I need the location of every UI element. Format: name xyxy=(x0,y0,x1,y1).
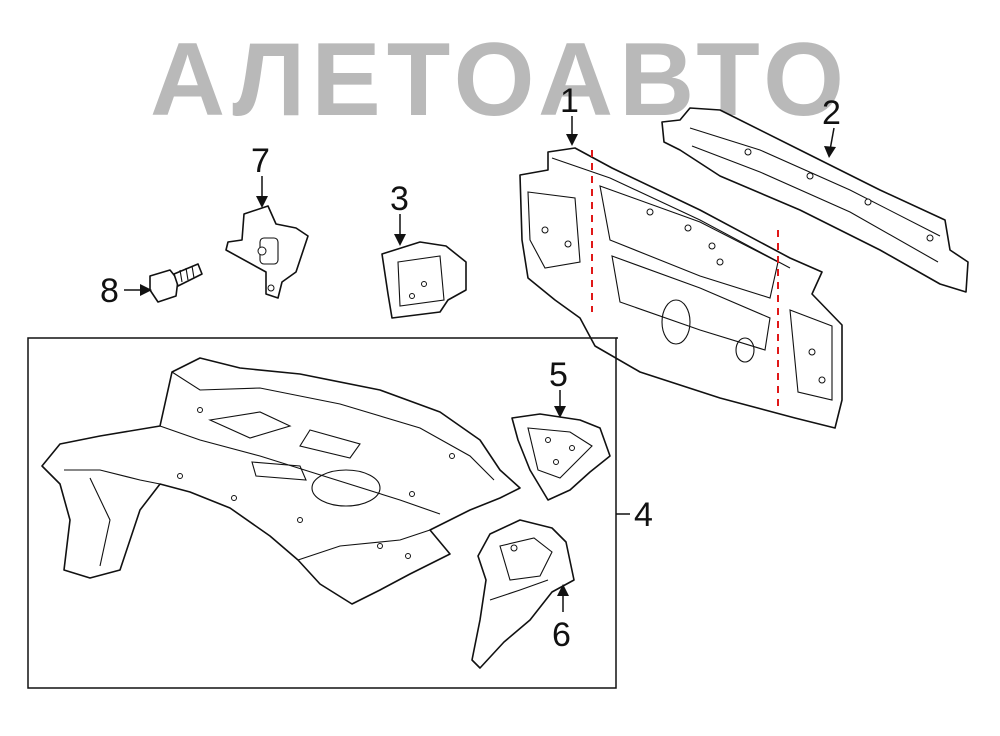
callout-4: 4 xyxy=(634,496,653,534)
callout-7: 7 xyxy=(251,142,270,180)
part-2-upper-reinforcement xyxy=(661,107,969,293)
callout-6: 6 xyxy=(552,616,571,654)
watermark-text: АЛЕТОАВТО xyxy=(150,22,850,138)
part-3-bracket xyxy=(381,241,467,319)
assembly-frame xyxy=(27,337,617,689)
part-7-mounting-plate xyxy=(225,205,309,299)
part-6-wheelhouse-extension xyxy=(471,519,575,669)
callout-1: 1 xyxy=(560,82,579,120)
part-4-rear-floor-pan xyxy=(41,357,521,605)
callout-2: 2 xyxy=(822,94,841,132)
part-1-rear-panel xyxy=(519,147,843,429)
callout-3: 3 xyxy=(390,180,409,218)
callout-8: 8 xyxy=(100,272,119,310)
callout-5: 5 xyxy=(549,356,568,394)
assembly-bracket-line xyxy=(616,337,630,515)
cut-lines xyxy=(591,150,779,412)
leader-lines xyxy=(124,116,836,612)
part-8-bolt xyxy=(149,263,203,303)
watermark-logo: АЛЕТОАВТО xyxy=(150,22,850,138)
part-5-side-bracket xyxy=(511,413,611,501)
